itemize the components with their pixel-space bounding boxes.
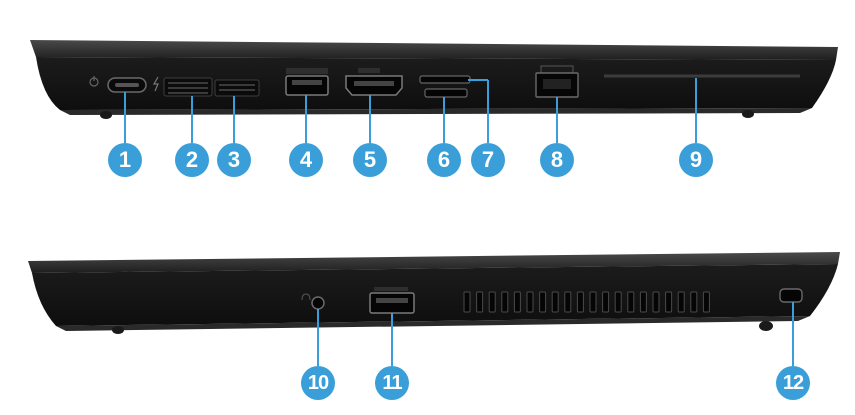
vent-slot	[627, 291, 635, 313]
right-side-view	[28, 252, 840, 334]
leader-lines-top	[124, 78, 697, 143]
callout-3: 3	[217, 143, 251, 177]
vent-slot	[463, 291, 471, 313]
vent-slot	[602, 291, 610, 313]
power-icon	[89, 76, 99, 87]
vent-slot	[501, 291, 509, 313]
callout-2: 2	[175, 143, 209, 177]
vent-slot	[652, 291, 660, 313]
callout-7: 7	[471, 143, 505, 177]
card-reader-slot	[419, 75, 471, 84]
vent-slot	[564, 291, 572, 313]
callout-6: 6	[427, 143, 461, 177]
vent-slot	[589, 291, 597, 313]
callout-5: 5	[353, 143, 387, 177]
callout-12: 12	[776, 366, 810, 400]
vent-slot	[526, 291, 534, 313]
vent-grille	[463, 291, 710, 313]
vent-slot	[614, 291, 622, 313]
leader-lines-bottom	[317, 302, 794, 366]
vent-slot	[576, 291, 584, 313]
docking-port	[163, 77, 213, 97]
callout-9: 9	[679, 143, 713, 177]
vent-slot	[551, 291, 559, 313]
vent-slot	[665, 291, 673, 313]
vent-slot	[702, 291, 710, 313]
left-side-view	[30, 40, 838, 119]
vent-slot	[488, 291, 496, 313]
vent-slot	[677, 291, 685, 313]
microsd-slot	[424, 88, 468, 98]
vent-slot	[513, 291, 521, 313]
thunderbolt-icon	[152, 76, 159, 92]
callout-10: 10	[301, 366, 335, 400]
usb-a-port	[285, 75, 329, 96]
callout-11: 11	[375, 366, 409, 400]
vent-slot	[639, 291, 647, 313]
docking-port-2	[214, 79, 260, 97]
callout-8: 8	[540, 143, 574, 177]
callout-4: 4	[289, 143, 323, 177]
ethernet-port	[535, 65, 579, 98]
vent-slot	[476, 291, 484, 313]
callout-1: 1	[108, 143, 142, 177]
vent-slot	[690, 291, 698, 313]
security-lock-slot	[779, 288, 803, 303]
vent-slot	[539, 291, 547, 313]
